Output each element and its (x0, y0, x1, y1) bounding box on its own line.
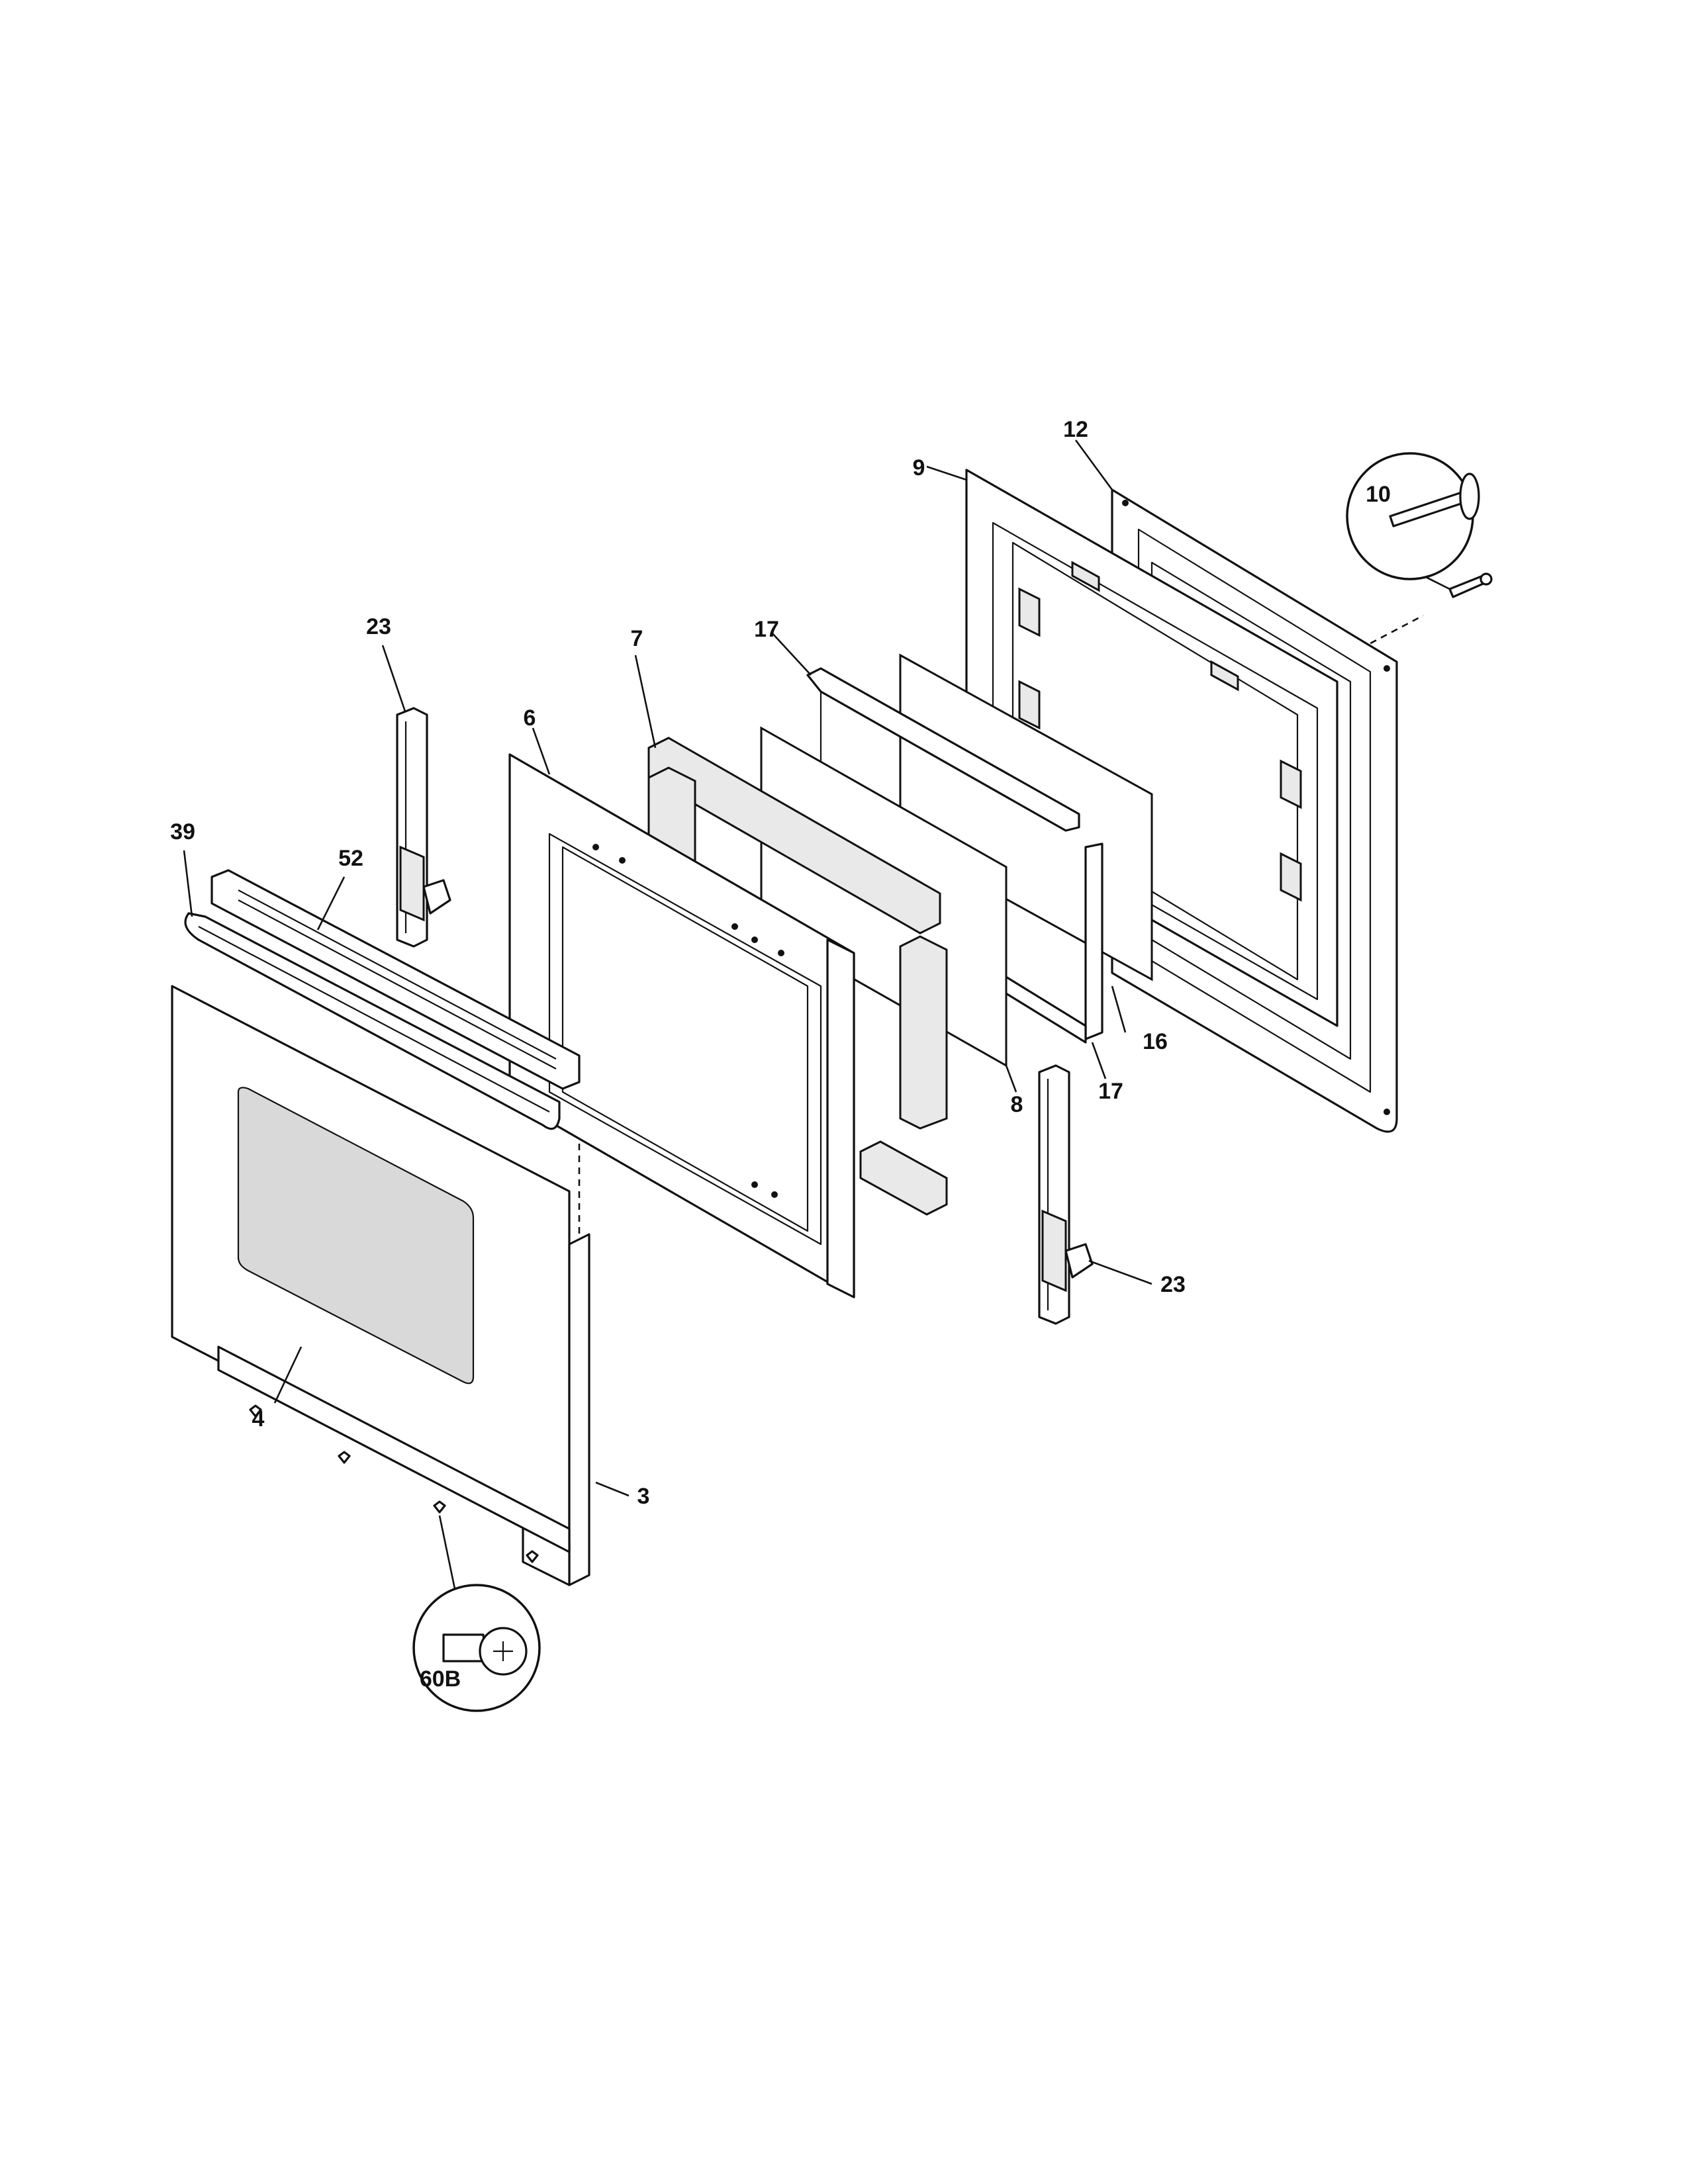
callout-label-60b: 60B (420, 1666, 461, 1692)
screw-part-10-small (1448, 572, 1493, 598)
callout-label-39: 39 (170, 819, 195, 844)
callout-label-16: 16 (1143, 1029, 1168, 1054)
callout-circle-10: 10 (1346, 452, 1480, 580)
callout-label-23-top: 23 (366, 614, 391, 639)
screws (249, 1404, 539, 1563)
callout-label-8: 8 (1011, 1092, 1023, 1117)
callout-label-23-bottom: 23 (1160, 1272, 1186, 1297)
hinge-part-23-right (1038, 1064, 1094, 1325)
callout-label-52: 52 (338, 846, 363, 871)
bottom-trim-part-4 (217, 1345, 571, 1553)
callout-label-12: 12 (1063, 417, 1088, 442)
glass-bracket-frame-part-17 (806, 667, 1103, 1044)
door-trim-part-52 (211, 869, 581, 1090)
door-frame-part-6 (508, 753, 855, 1298)
hinge-part-23-left (396, 707, 451, 948)
handle-part-39 (184, 912, 561, 1130)
callout-label-10: 10 (1366, 482, 1391, 507)
callout-label-3: 3 (637, 1484, 650, 1509)
callout-label-17-bottom: 17 (1098, 1079, 1123, 1104)
callout-circle-60b: 60B (412, 1584, 541, 1712)
callout-label-6: 6 (524, 705, 536, 731)
leader-lines (183, 439, 1450, 1599)
callout-label-7: 7 (631, 626, 643, 651)
callout-label-9: 9 (913, 455, 925, 480)
callout-label-17-top: 17 (754, 617, 779, 642)
callout-label-4: 4 (252, 1406, 265, 1432)
